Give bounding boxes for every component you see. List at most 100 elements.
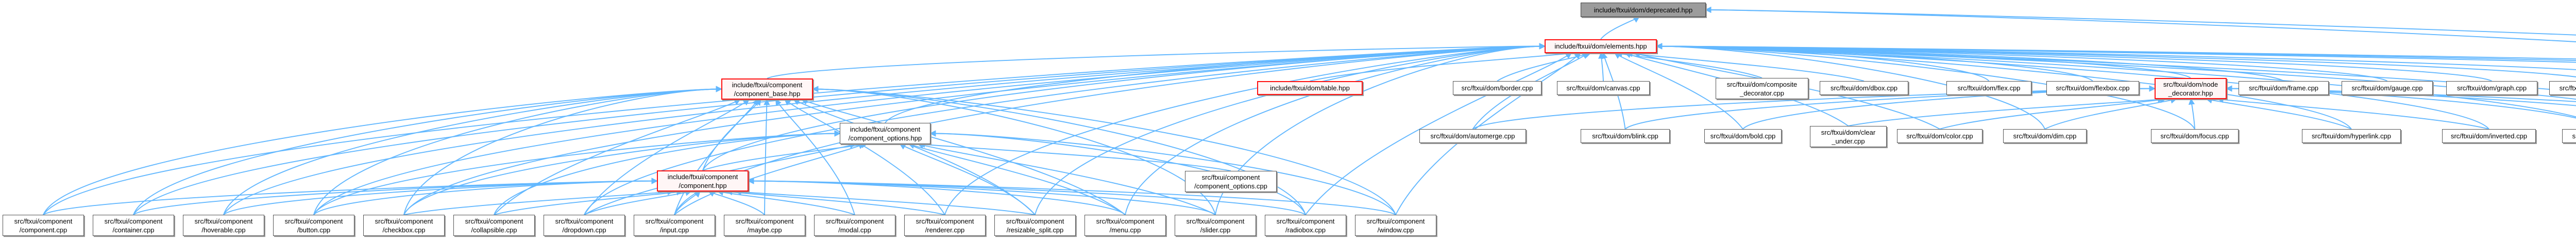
graph-node-dbox[interactable]: src/ftxui/dom/dbox.cpp — [1820, 81, 1908, 95]
graph-node-resizable_split[interactable]: src/ftxui/component /resizable_split.cpp — [994, 215, 1076, 236]
graph-node-component_hpp[interactable]: include/ftxui/component /component.hpp — [657, 170, 749, 192]
include-edge-modal-to-component_base — [775, 99, 855, 215]
include-edge-reflect-to-elements — [1656, 43, 2576, 61]
include-edge-slider-to-component_base — [812, 86, 1216, 215]
graph-node-checkbox[interactable]: src/ftxui/component /checkbox.cpp — [363, 215, 445, 236]
include-edge-resizable_split-to-component_hpp — [735, 188, 1036, 215]
include-edge-checkbox-to-elements — [403, 43, 1546, 215]
include-edge-canvas-to-elements — [1598, 52, 1605, 82]
include-edge-dropdown-to-component_hpp — [584, 189, 692, 215]
include-edge-frame-to-elements — [1656, 43, 2284, 82]
include-edge-renderer-to-component_base — [784, 99, 945, 215]
graph-node-deprecated[interactable]: include/ftxui/dom/deprecated.hpp — [1581, 3, 1706, 17]
graph-node-collapsible[interactable]: src/ftxui/component /collapsible.cpp — [453, 215, 535, 236]
include-edge-checkbox-to-component_hpp — [403, 188, 674, 215]
include-edge-node_decorator-to-elements — [1656, 43, 2191, 78]
include-edge-dbox-to-elements — [1626, 51, 1865, 82]
graph-node-focus[interactable]: src/ftxui/dom/focus.cpp — [2151, 129, 2239, 143]
graph-node-italic[interactable]: src/ftxui/dom/italic.cpp — [2562, 129, 2576, 143]
include-edge-component_options_cpp-to-component_options_hpp — [919, 141, 1231, 171]
include-edge-checkbox-to-component_options_hpp — [403, 130, 841, 215]
include-edge-container-to-component_hpp — [133, 178, 658, 215]
graph-node-border[interactable]: src/ftxui/dom/border.cpp — [1453, 81, 1541, 95]
graph-node-component_options_hpp[interactable]: include/ftxui/component /component_optio… — [840, 123, 930, 144]
graph-node-automerge[interactable]: src/ftxui/dom/automerge.cpp — [1419, 129, 1526, 143]
graph-node-window[interactable]: src/ftxui/component /window.cpp — [1355, 215, 1436, 236]
include-edge-component_options_hpp-to-elements — [885, 43, 1546, 123]
include-edge-resizable_split-to-component_base — [793, 99, 1036, 215]
include-edge-flexbox-to-elements — [1656, 43, 2093, 82]
include-edge-focus-to-node_decorator — [2188, 98, 2195, 130]
include-edge-modal-to-component_hpp — [717, 189, 855, 215]
graph-node-table_hpp[interactable]: include/ftxui/dom/table.hpp — [1257, 81, 1363, 95]
include-edge-menu-to-component_hpp — [748, 178, 1126, 215]
graph-node-elements[interactable]: include/ftxui/dom/elements.hpp — [1545, 39, 1657, 53]
graph-node-hoverable[interactable]: src/ftxui/component /hoverable.cpp — [183, 215, 264, 236]
include-edge-component_hpp-to-elements — [702, 43, 1546, 171]
graph-node-gridbox[interactable]: src/ftxui/dom/gridbox.cpp — [2549, 81, 2576, 95]
include-edge-component_cpp-to-component_base — [43, 86, 722, 215]
graph-node-menu[interactable]: src/ftxui/component /menu.cpp — [1084, 215, 1166, 236]
graph-node-component_cpp[interactable]: src/ftxui/component /component.cpp — [3, 215, 84, 236]
include-edge-gridbox-to-elements — [1656, 43, 2576, 77]
graph-node-canvas[interactable]: src/ftxui/dom/canvas.cpp — [1557, 81, 1650, 95]
include-edge-clear_under-to-node_decorator — [1848, 96, 2164, 126]
graph-node-button[interactable]: src/ftxui/component /button.cpp — [273, 215, 354, 236]
graph-node-component_base[interactable]: include/ftxui/component /component_base.… — [721, 78, 813, 100]
include-edge-composite-to-elements — [1616, 51, 1762, 78]
include-edge-button-to-component_options_hpp — [313, 130, 841, 215]
include-edge-menu-to-component_base — [801, 99, 1126, 215]
include-edge-gauge-to-elements — [1656, 43, 2387, 82]
include-edge-text-to-elements — [1656, 43, 2576, 60]
graph-node-dim[interactable]: src/ftxui/dom/dim.cpp — [2003, 129, 2087, 143]
include-edge-color-to-node_decorator — [1939, 97, 2167, 130]
graph-node-input[interactable]: src/ftxui/component /input.cpp — [634, 215, 715, 236]
include-edge-collapsible-to-component_base — [494, 99, 741, 215]
graph-node-gauge[interactable]: src/ftxui/dom/gauge.cpp — [2342, 81, 2433, 95]
graph-node-hyperlink[interactable]: src/ftxui/dom/hyperlink.cpp — [2302, 129, 2401, 143]
graph-node-flex[interactable]: src/ftxui/dom/flex.cpp — [1946, 81, 2031, 95]
graph-node-renderer[interactable]: src/ftxui/component /renderer.cpp — [904, 215, 986, 236]
graph-node-composite[interactable]: src/ftxui/dom/composite _decorator.cpp — [1716, 78, 1808, 99]
include-edge-hoverable-to-component_base — [223, 86, 722, 215]
graph-node-frame[interactable]: src/ftxui/dom/frame.cpp — [2239, 81, 2329, 95]
include-edge-button-to-component_hpp — [313, 178, 658, 215]
graph-node-modal[interactable]: src/ftxui/component /modal.cpp — [814, 215, 895, 236]
graph-node-maybe[interactable]: src/ftxui/component /maybe.cpp — [724, 215, 805, 236]
include-edge-container-to-component_base — [133, 86, 722, 215]
include-edge-collapsible-to-component_hpp — [494, 189, 683, 215]
include-edge-checkbox-to-component_base — [403, 86, 722, 215]
include-edge-dim-to-node_decorator — [2044, 97, 2177, 130]
include-edge-hyperlink-to-node_decorator — [2206, 97, 2352, 130]
include-edge-container-to-elements — [133, 43, 1546, 215]
graph-node-graph_cpp[interactable]: src/ftxui/dom/graph.cpp — [2446, 81, 2537, 95]
graph-node-bold[interactable]: src/ftxui/dom/bold.cpp — [1704, 129, 1782, 143]
graph-node-blink[interactable]: src/ftxui/dom/blink.cpp — [1581, 129, 1670, 143]
graph-node-container[interactable]: src/ftxui/component /container.cpp — [93, 215, 174, 236]
include-edge-border-to-elements — [1497, 52, 1591, 82]
graph-node-node_decorator[interactable]: src/ftxui/dom/node _decorator.hpp — [2155, 78, 2227, 99]
graph-node-clear_under[interactable]: src/ftxui/dom/clear _under.cpp — [1810, 126, 1887, 147]
include-edge-component_base-to-elements — [767, 43, 1546, 79]
graph-node-color[interactable]: src/ftxui/dom/color.cpp — [1897, 129, 1982, 143]
include-edge-table_hpp-to-elements — [1310, 51, 1573, 82]
include-edge-paragraph-to-deprecated — [1705, 6, 2576, 42]
include-edge-slider-to-component_options_hpp — [917, 142, 1216, 215]
include-edge-maybe-to-component_hpp — [708, 191, 765, 215]
graph-node-dropdown[interactable]: src/ftxui/component /dropdown.cpp — [544, 215, 625, 236]
include-edge-flex-to-elements — [1656, 43, 1990, 82]
graph-node-inverted[interactable]: src/ftxui/dom/inverted.cpp — [2442, 129, 2536, 143]
graph-node-radiobox[interactable]: src/ftxui/component /radiobox.cpp — [1265, 215, 1346, 236]
graph-node-flexbox[interactable]: src/ftxui/dom/flexbox.cpp — [2046, 81, 2139, 95]
include-edge-inverted-to-node_decorator — [2217, 97, 2489, 130]
include-edge-window-to-component_options_hpp — [929, 130, 1396, 215]
graph-node-component_options_cpp[interactable]: src/ftxui/component /component_options.c… — [1185, 171, 1277, 192]
include-edge-component_cpp-to-component_hpp — [43, 178, 658, 215]
include-edge-slider-to-component_hpp — [748, 178, 1216, 215]
include-edge-input-to-component_base — [674, 99, 759, 215]
include-edge-text-to-deprecated — [1705, 6, 2576, 36]
graph-node-slider[interactable]: src/ftxui/component /slider.cpp — [1175, 215, 1256, 236]
include-edge-menu-to-component_options_hpp — [908, 142, 1126, 215]
